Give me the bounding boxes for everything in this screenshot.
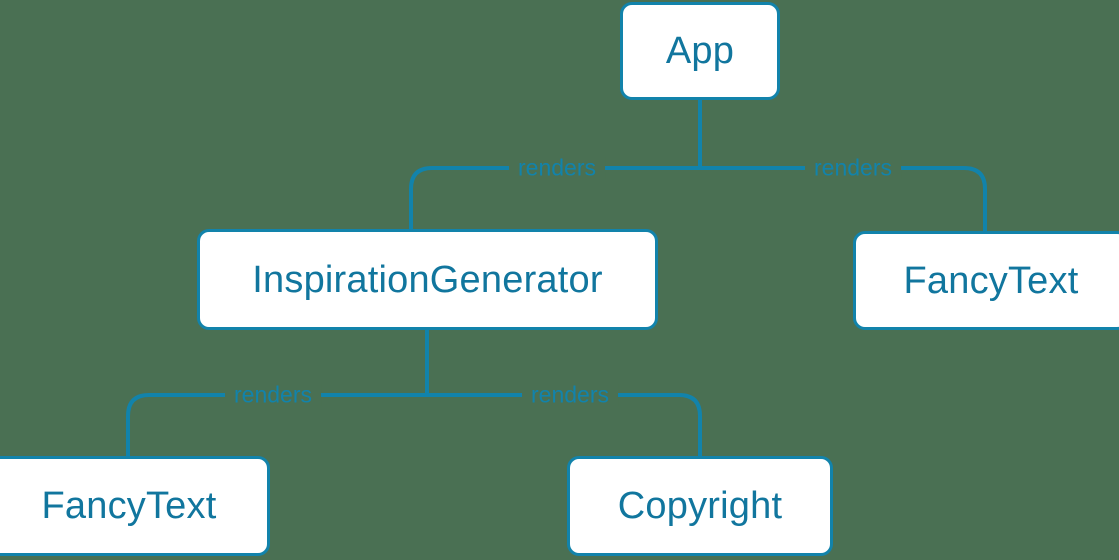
- node-app-label: App: [665, 30, 735, 72]
- node-copyright-label: Copyright: [617, 485, 783, 527]
- node-fancytext-right[interactable]: FancyText: [853, 231, 1119, 330]
- node-fancytext-left[interactable]: FancyText: [0, 456, 270, 556]
- edge-label-inspiration-to-copyright: renders: [522, 383, 618, 407]
- edge-label-app-to-fancytext: renders: [805, 156, 901, 180]
- node-fancytext-left-label: FancyText: [41, 485, 217, 527]
- edge-label-inspiration-to-fancytext: renders: [225, 383, 321, 407]
- edge-inspiration-to-fancytext: [126, 393, 427, 456]
- node-fancytext-right-label: FancyText: [903, 259, 1079, 302]
- node-copyright[interactable]: Copyright: [567, 456, 833, 556]
- node-app[interactable]: App: [620, 2, 780, 100]
- edge-app-to-fancytext: [700, 166, 987, 231]
- node-inspiration-generator[interactable]: InspirationGenerator: [197, 229, 658, 330]
- edge-app-to-inspiration: [409, 166, 700, 229]
- node-inspiration-generator-label: InspirationGenerator: [252, 258, 603, 301]
- edge-inspiration-to-copyright: [427, 393, 702, 456]
- edge-label-app-to-inspiration: renders: [509, 156, 605, 180]
